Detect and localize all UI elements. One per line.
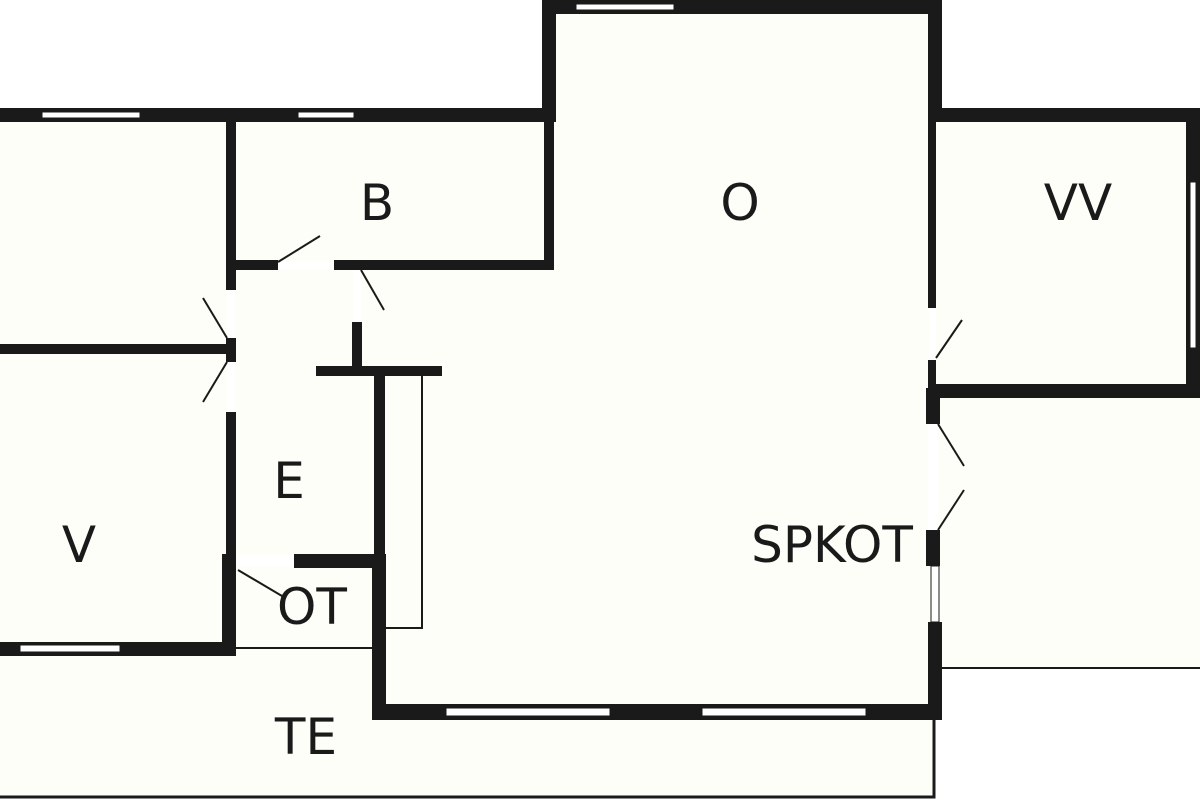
door-gap-east-double xyxy=(928,424,938,530)
room-label-ot: OT xyxy=(277,578,347,636)
room-label-te: TE xyxy=(274,708,337,766)
wall-vv-north xyxy=(928,108,1200,122)
wall-b-east xyxy=(544,116,554,270)
door-gap-b xyxy=(278,261,334,269)
floor-spkot-east xyxy=(936,392,1200,668)
wall-o-east-4 xyxy=(926,530,940,566)
window-o-south-right xyxy=(701,707,867,717)
door-gap-v-upper xyxy=(227,290,235,338)
wall-v-upper-divider xyxy=(0,344,234,354)
wall-o-west-upper xyxy=(542,0,556,122)
door-gap-vv xyxy=(929,308,936,360)
window-o-north xyxy=(575,3,675,11)
wall-o-west-lower xyxy=(372,554,386,720)
window-north-west xyxy=(41,111,141,119)
window-o-south-left xyxy=(445,707,611,717)
wall-ot-east-stub xyxy=(294,554,386,568)
door-leaf-b xyxy=(277,235,321,263)
room-label-e: E xyxy=(273,452,305,510)
floor-o xyxy=(548,8,936,714)
door-leaf-east-lower xyxy=(937,489,965,531)
room-label-o: O xyxy=(720,174,759,232)
window-v-south xyxy=(19,644,121,653)
room-label-spkot: SPKOT xyxy=(751,516,913,574)
floor-te xyxy=(0,648,934,798)
wall-vv-south xyxy=(928,384,1200,398)
window-o-east xyxy=(930,565,940,623)
wall-ot-west xyxy=(222,554,236,656)
door-gap-v-lower xyxy=(227,362,235,412)
room-label-vv: VV xyxy=(1044,174,1112,232)
door-leaf-v-lower xyxy=(202,361,228,403)
wall-b-south-right xyxy=(334,260,554,270)
wall-e-west-mid xyxy=(226,338,236,362)
terrace-outline xyxy=(0,714,936,799)
wall-e-stub xyxy=(352,322,362,372)
floor-fills xyxy=(0,8,1200,798)
door-leaf-e-north xyxy=(360,269,385,311)
wall-o-east-3 xyxy=(926,388,940,424)
door-leaf-ot xyxy=(237,569,283,597)
wall-o-east-1 xyxy=(928,120,936,308)
wall-kitchen-west xyxy=(374,370,384,560)
door-gap-ot xyxy=(236,555,294,567)
wall-e-west-lower xyxy=(226,412,236,556)
room-label-v: V xyxy=(62,516,96,574)
wall-b-south-left xyxy=(226,260,278,270)
door-leaf-vv xyxy=(935,319,963,359)
doors xyxy=(202,235,965,597)
door-leaf-east-upper xyxy=(937,423,965,467)
door-leaf-v-upper xyxy=(202,297,228,339)
windows xyxy=(19,3,1197,717)
wall-o-east-2 xyxy=(928,360,936,390)
wall-kitchen-north xyxy=(316,366,442,376)
floor-vv xyxy=(936,116,1196,388)
window-b-north xyxy=(297,111,355,119)
room-labels: B O VV E V OT SPKOT TE xyxy=(62,174,1112,766)
window-vv-east xyxy=(1189,181,1197,349)
wall-b-west xyxy=(226,116,236,290)
wall-o-east-5 xyxy=(928,622,942,720)
wall-o-east-upper xyxy=(928,0,942,122)
door-gap-e-north xyxy=(353,270,361,322)
room-label-b: B xyxy=(360,174,394,232)
